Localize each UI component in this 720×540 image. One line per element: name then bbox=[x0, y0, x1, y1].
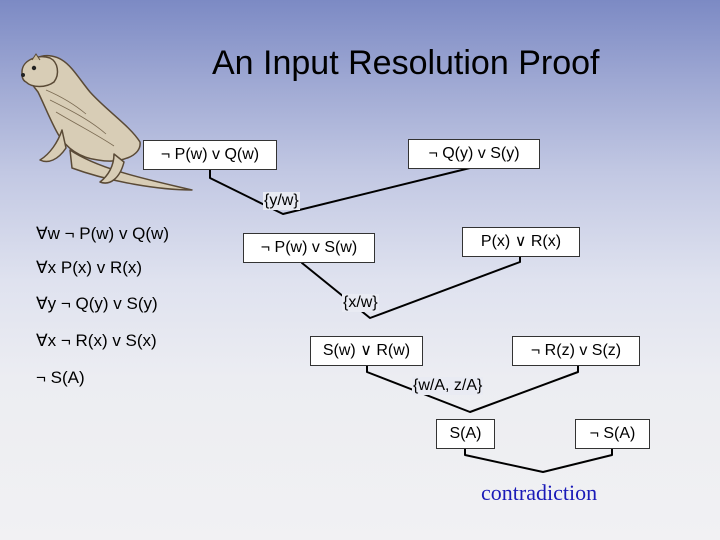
clause-s-or-r: S(w) ∨ R(w) bbox=[310, 336, 423, 366]
kb-clause-5: ¬ S(A) bbox=[36, 368, 85, 387]
otter-illustration bbox=[21, 53, 193, 191]
substitution-y-w: {y/w} bbox=[263, 192, 300, 210]
clause-not-q-or-s: ¬ Q(y) v S(y) bbox=[408, 139, 540, 169]
edge-n7-n8-to-contradiction bbox=[464, 446, 613, 473]
substitution-w-a-z-a: {w/A, z/A} bbox=[412, 377, 484, 395]
clause-p-or-r: P(x) ∨ R(x) bbox=[462, 227, 580, 257]
edge-n5-n6-to-n7 bbox=[366, 362, 579, 413]
clause-not-p-or-q: ¬ P(w) v Q(w) bbox=[143, 140, 277, 170]
clause-not-s-of-a: ¬ S(A) bbox=[575, 419, 650, 449]
clause-not-p-or-s: ¬ P(w) v S(w) bbox=[243, 233, 375, 263]
kb-clause-2: ∀x P(x) v R(x) bbox=[36, 258, 143, 277]
clause-s-of-a: S(A) bbox=[436, 419, 495, 449]
page-title: An Input Resolution Proof bbox=[212, 44, 600, 82]
clause-not-r-or-s: ¬ R(z) v S(z) bbox=[512, 336, 640, 366]
kb-clause-3: ∀y ¬ Q(y) v S(y) bbox=[36, 294, 158, 313]
kb-clause-4: ∀x ¬ R(x) v S(x) bbox=[36, 331, 157, 350]
contradiction-label: contradiction bbox=[481, 480, 598, 505]
substitution-x-w: {x/w} bbox=[342, 294, 379, 312]
edge-n3-n4-to-n5 bbox=[301, 254, 521, 319]
kb-clause-1: ∀w ¬ P(w) v Q(w) bbox=[36, 224, 169, 243]
